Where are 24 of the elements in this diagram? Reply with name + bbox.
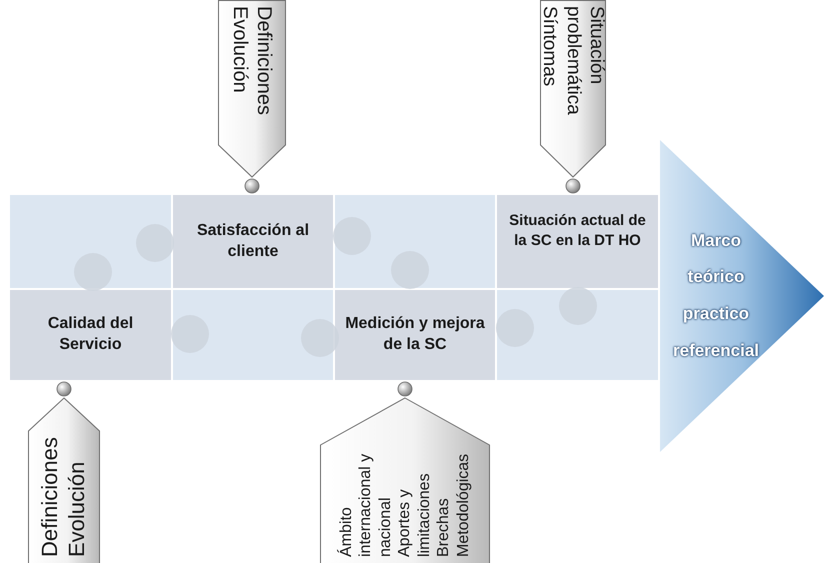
puzzle-piece bbox=[497, 195, 658, 288]
tag-text: Evolución bbox=[228, 6, 252, 95]
tag-text: Definiciones bbox=[37, 436, 64, 557]
piece-label: Satisfacción al cliente bbox=[196, 220, 310, 262]
piece-label: Situación actual de la SC en la DT HO bbox=[508, 211, 647, 250]
tag-text: problemática bbox=[562, 6, 585, 117]
tag-text: Síntomas bbox=[538, 6, 562, 88]
tag-text: Evolución bbox=[64, 460, 90, 557]
tag-text: Situación bbox=[584, 6, 608, 86]
arrow-label: Marco teórico practico referencial bbox=[672, 230, 760, 362]
piece-label: Medición y mejora de la SC bbox=[344, 314, 486, 355]
puzzle-piece bbox=[173, 195, 333, 288]
puzzle-piece bbox=[10, 290, 171, 380]
pointer-tag bbox=[320, 397, 490, 563]
pointer-tag bbox=[28, 397, 100, 563]
tag-text: Aportes y limitaciones bbox=[395, 472, 434, 557]
tag-text: Ámbito internacional y nacional bbox=[336, 452, 395, 557]
piece-label: Calidad del Servicio bbox=[46, 314, 134, 355]
puzzle-piece bbox=[335, 290, 495, 380]
tag-text: Definiciones bbox=[252, 6, 276, 117]
arrow-shape bbox=[660, 140, 824, 452]
pointer-tag bbox=[540, 0, 606, 178]
tag-text: Brechas Metodológicas bbox=[434, 452, 473, 557]
pointer-tag bbox=[218, 0, 286, 178]
